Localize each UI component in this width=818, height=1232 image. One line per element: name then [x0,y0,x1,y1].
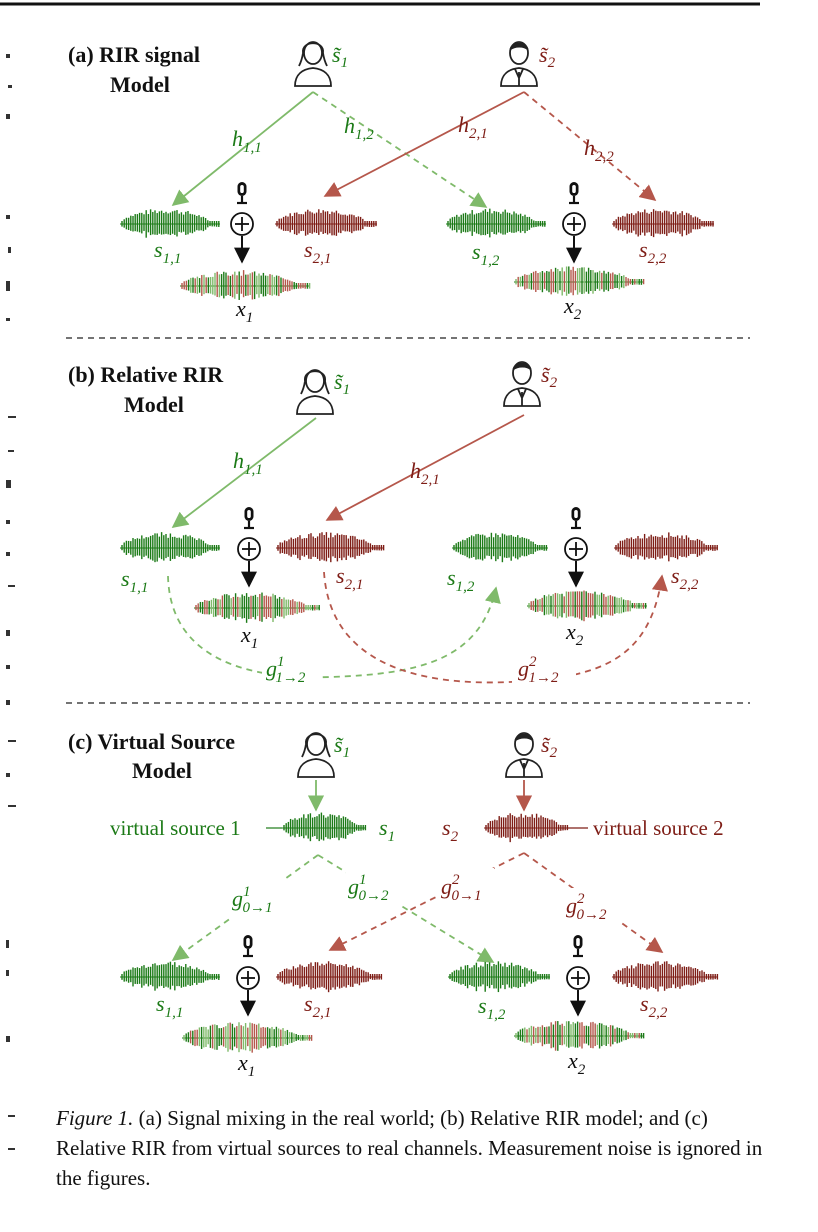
svg-text:s̃2: s̃2 [539,42,556,71]
svg-text:g11→2: g11→2 [266,654,306,686]
virtual-source-2-label: virtual source 2 [593,816,724,840]
caption-label: Figure 1. [56,1106,134,1130]
svg-text:s2,2: s2,2 [671,563,699,593]
woman-speaker-icon [297,732,335,778]
microphone-icon [571,507,581,530]
sum-icon [566,966,590,990]
svg-text:s2,1: s2,1 [304,991,331,1021]
caption-text: (a) Signal mixing in the real world; (b)… [56,1106,763,1190]
microphone-icon [569,182,579,205]
woman-speaker-icon [296,369,334,415]
waveform-s2 [484,813,569,843]
svg-text:s̃1: s̃1 [332,42,348,71]
svg-text:s1,2: s1,2 [478,993,506,1023]
waveform-s12 [446,208,546,238]
svg-text:s1,1: s1,1 [156,991,183,1021]
microphone-icon [243,935,253,958]
waveform-s11 [120,961,220,991]
svg-text:x2: x2 [563,293,582,323]
svg-text:s̃2: s̃2 [541,362,558,391]
svg-text:x1: x1 [237,1050,255,1080]
waveform-s22 [612,209,714,238]
waveform-s11 [120,209,220,238]
man-speaker-icon [505,732,543,778]
edge-g2-1to2 [323,571,668,684]
microphone-icon [237,182,247,205]
svg-text:h2,1: h2,1 [410,458,440,488]
svg-text:g10→2: g10→2 [348,872,389,904]
figure-caption: Figure 1. (a) Signal mixing in the real … [56,1103,768,1193]
label-h21: h2,1 [458,112,488,142]
panel-b-title-line1: (b) Relative RIR [68,362,224,387]
waveform-x1 [194,592,320,623]
waveform-x2 [527,590,647,622]
panel-a: (a) RIR signal Model s̃1 s̃2 h1,1 h1,2 h… [68,41,714,326]
edge-h11 [171,417,317,528]
waveform-s12 [448,961,550,993]
svg-text:x2: x2 [567,1048,586,1078]
svg-text:s1,1: s1,1 [154,237,181,267]
margin-marks [6,54,16,1150]
waveform-s21 [276,532,385,563]
svg-text:x1: x1 [235,296,253,326]
svg-text:g21→2: g21→2 [518,654,559,686]
panel-c-title-line2: Model [132,758,192,783]
panel-c: (c) Virtual Source Model s̃1 s̃2 virtual… [68,729,724,1080]
svg-text:s1,2: s1,2 [447,565,475,595]
svg-text:x1: x1 [240,622,258,652]
edge-h21 [325,414,525,521]
sum-icon [564,537,588,561]
label-h22: h2,2 [584,135,614,165]
panel-b-title-line2: Model [124,392,184,417]
waveform-s21 [276,961,383,993]
waveform-s22 [614,532,718,562]
sum-icon [237,537,261,561]
edge-h12 [312,91,488,208]
svg-text:s2,1: s2,1 [304,237,331,267]
sum-icon [236,966,260,990]
svg-text:s2,2: s2,2 [640,991,668,1021]
svg-text:g10→1: g10→1 [232,884,273,916]
label-h12: h1,2 [344,113,374,143]
label-h11: h1,1 [232,126,262,156]
svg-text:s2,2: s2,2 [639,237,667,267]
svg-text:x2: x2 [565,619,584,649]
svg-text:s1,2: s1,2 [472,239,500,269]
waveform-s21 [275,209,377,236]
waveform-x1 [182,1022,313,1053]
svg-text:h1,1: h1,1 [233,448,263,478]
edge-h21 [323,91,525,197]
virtual-source-1-label: virtual source 1 [110,816,241,840]
panel-a-title-line1: (a) RIR signal [68,42,200,67]
waveform-x2 [514,266,645,296]
waveform-s12 [452,532,548,563]
microphone-icon [573,935,583,958]
waveform-s11 [120,532,220,563]
man-speaker-icon [500,41,538,87]
svg-text:g20→2: g20→2 [566,891,607,923]
svg-text:s̃1: s̃1 [334,369,350,398]
edge-h11 [171,91,314,207]
edge-g1-1to2 [167,575,501,679]
waveform-x1 [180,270,311,300]
man-speaker-icon [503,361,541,407]
panel-a-title-line2: Model [110,72,170,97]
microphone-icon [244,507,254,530]
panel-b: (b) Relative RIR Model s̃1 s̃2 h1,1 h2,1… [68,361,718,686]
waveform-s22 [612,961,719,992]
svg-text:g20→1: g20→1 [441,872,482,904]
svg-text:s1,1: s1,1 [121,566,148,596]
svg-text:s1: s1 [379,815,395,845]
waveform-x2 [514,1021,645,1051]
sum-icon [230,212,254,236]
woman-speaker-icon [294,41,332,87]
svg-text:s2: s2 [442,815,459,845]
svg-text:s2,1: s2,1 [336,563,363,593]
sum-icon [562,212,586,236]
panel-c-title-line1: (c) Virtual Source [68,729,235,754]
svg-text:s̃1: s̃1 [334,732,350,761]
svg-text:s̃2: s̃2 [541,732,558,761]
waveform-s1 [282,812,367,842]
